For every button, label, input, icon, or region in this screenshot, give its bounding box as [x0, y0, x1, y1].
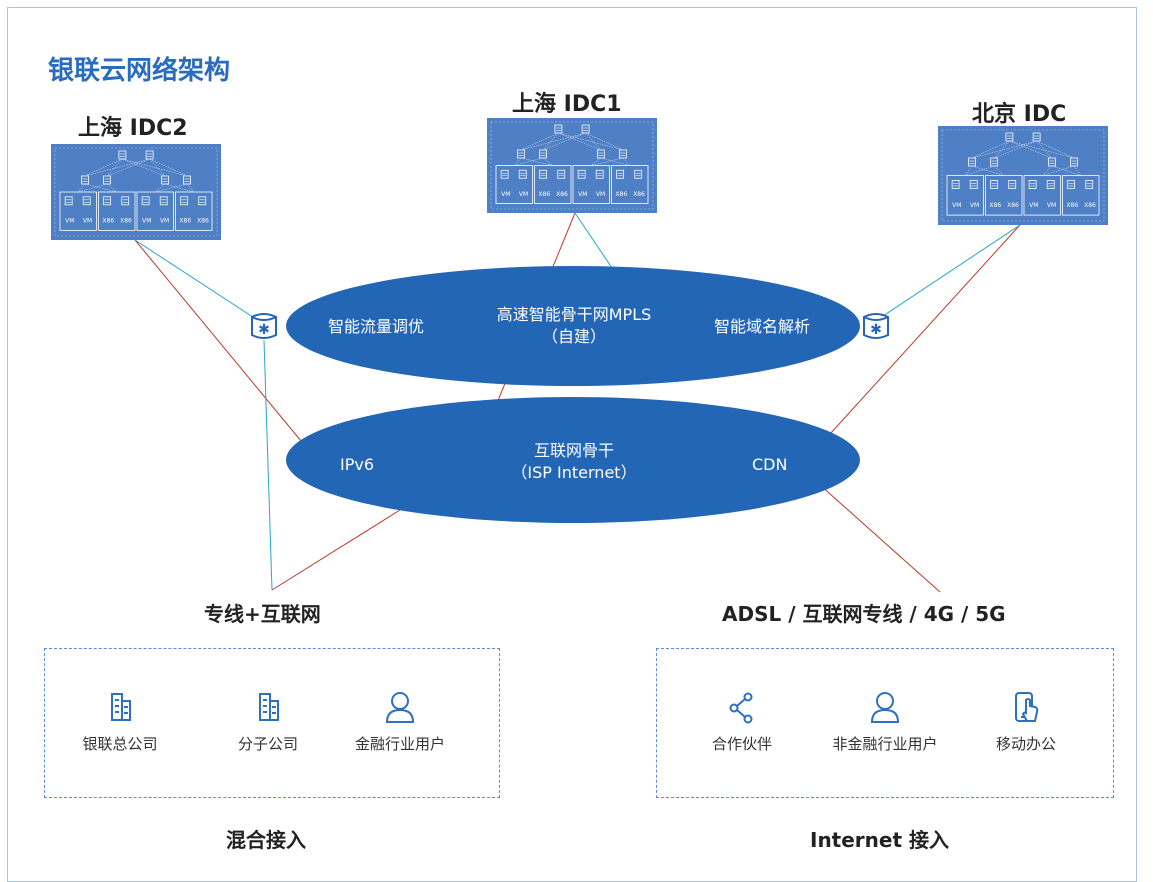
internet-access-group: 合作伙伴 非金融行业用户 移动办公 [656, 648, 1114, 798]
server-label: VM [596, 191, 605, 198]
group-item: 银联总公司 [55, 691, 185, 754]
item-label: 分子公司 [237, 735, 298, 753]
link-left-red-up [271, 509, 401, 591]
server-label: X86 [538, 191, 550, 198]
server-label: X86 [989, 202, 1001, 209]
group-item: 金融行业用户 [335, 691, 465, 754]
group-item: 分子公司 [203, 691, 333, 754]
building-icon [111, 693, 131, 721]
user-icon [385, 692, 415, 723]
user-icon [870, 692, 900, 723]
building-icon [259, 693, 279, 721]
server-label: VM [1047, 202, 1056, 209]
server-label: X86 [197, 218, 209, 225]
mpls-title: 高速智能骨干网MPLS （自建） [474, 304, 674, 348]
server-label: VM [83, 218, 92, 225]
internet-left-label: IPv6 [340, 455, 375, 474]
links [134, 212, 1021, 593]
mpls-title-line1: 高速智能骨干网MPLS [496, 305, 652, 324]
datacenter-label-idc1: 上海 IDC1 [512, 92, 622, 117]
server-label: X86 [1007, 202, 1019, 209]
internet-access-title: Internet 接入 [810, 828, 949, 852]
internet-title-line1: 互联网骨干 [533, 441, 614, 460]
item-label: 银联总公司 [82, 735, 158, 753]
internet-title-line2: （ISP Internet） [511, 463, 637, 482]
server-label: VM [970, 202, 979, 209]
access-left-label: 专线+互联网 [204, 602, 321, 626]
server-label: VM [1029, 202, 1038, 209]
datacenter-topology: VM VM X86 X86 VM VM X86 X86 [51, 144, 221, 240]
group-item: 合作伙伴 [677, 691, 807, 754]
item-label: 合作伙伴 [711, 735, 772, 753]
server-label: VM [142, 218, 151, 225]
page-title: 银联云网络架构 [48, 56, 231, 86]
server-label: VM [578, 191, 587, 198]
server-label: VM [160, 218, 169, 225]
datacenter-topology: VM VM X86 X86 VM VM X86 X86 [938, 126, 1108, 225]
mpls-right-label: 智能域名解析 [714, 317, 811, 336]
server-label: VM [65, 218, 74, 225]
server-label: VM [501, 191, 510, 198]
link-idc2-red [134, 239, 326, 471]
server-label: X86 [120, 218, 132, 225]
group-item: 移动办公 [961, 691, 1091, 754]
mobile-touch-icon [1015, 692, 1039, 722]
server-label: X86 [1066, 202, 1078, 209]
svg-text:✱: ✱ [258, 322, 270, 338]
link-idc1-cyan [574, 212, 613, 269]
server-label: X86 [633, 191, 645, 198]
datacenter-label-idc2: 上海 IDC2 [78, 116, 188, 141]
group-item: 非金融行业用户 [820, 691, 950, 754]
hybrid-access-group: 银联总公司 分子公司 金融行业用户 [44, 648, 500, 798]
server-label: X86 [615, 191, 627, 198]
svg-text:✱: ✱ [870, 322, 882, 338]
server-label: X86 [179, 218, 191, 225]
share-icon [729, 692, 753, 724]
mpls-left-label: 智能流量调优 [328, 317, 425, 336]
datacenter-label-bj: 北京 IDC [972, 102, 1067, 127]
internet-right-label: CDN [752, 455, 788, 474]
link-bj-cyan [879, 224, 1021, 319]
access-right-label: ADSL / 互联网专线 / 4G / 5G [722, 602, 1006, 626]
server-label: X86 [1084, 202, 1096, 209]
item-label: 金融行业用户 [354, 735, 445, 753]
item-label: 移动办公 [995, 735, 1056, 753]
server-label: X86 [102, 218, 114, 225]
mpls-title-line2: （自建） [541, 327, 606, 346]
link-left-cyan-down [263, 339, 273, 591]
link-idc2-cyan [134, 239, 266, 326]
mpls-backbone-ellipse [286, 266, 860, 386]
internet-title: 互联网骨干 （ISP Internet） [474, 440, 674, 484]
database-icon: ✱ [251, 313, 277, 339]
internet-backbone-ellipse [286, 397, 860, 523]
hybrid-access-title: 混合接入 [226, 828, 306, 852]
server-label: VM [952, 202, 961, 209]
link-bj-red [819, 224, 1021, 446]
link-right-red [819, 484, 941, 593]
item-label: 非金融行业用户 [832, 735, 938, 753]
datacenter-topology: VM VM X86 X86 VM VM X86 X86 [487, 118, 657, 213]
database-icon: ✱ [863, 313, 889, 339]
server-label: X86 [556, 191, 568, 198]
server-label: VM [519, 191, 528, 198]
